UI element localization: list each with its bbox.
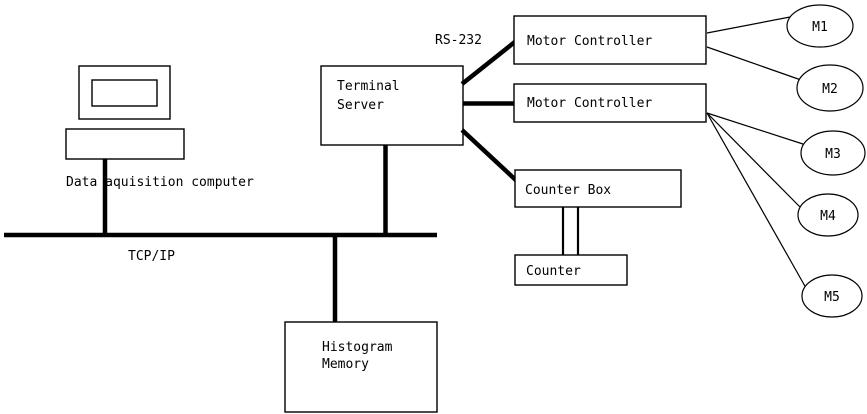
motor-m2-node[interactable]: M2 <box>796 64 864 112</box>
counter-box-node[interactable]: Counter Box <box>514 169 682 208</box>
motor-m1-ellipse[interactable] <box>786 4 854 48</box>
motor-controller-1-label: Motor Controller <box>527 34 652 49</box>
tcpip-edge-label: TCP/IP <box>128 249 175 264</box>
histogram-memory-node[interactable]: Histogram Memory <box>284 321 438 413</box>
link-motor-controller-1-to-m2 <box>706 46 802 81</box>
terminal-server-label-line2: Server <box>337 98 384 113</box>
tcpip-bus-group <box>4 145 437 322</box>
motor-controller-2-box[interactable] <box>513 83 707 123</box>
motor-controller-1-node[interactable]: Motor Controller <box>513 15 707 65</box>
motor-m3-label: M3 <box>825 147 841 162</box>
motor-m1-label: M1 <box>812 20 828 35</box>
motor-m1-node[interactable]: M1 <box>786 4 854 48</box>
terminal-server-label-line1: Terminal <box>337 79 400 94</box>
terminal-server-node[interactable]: Terminal Server <box>320 65 464 146</box>
counter-cable-pair-group <box>561 207 580 256</box>
link-motor-controller-2-to-m5 <box>706 112 807 289</box>
counter-box-label: Counter Box <box>525 183 611 198</box>
motor-m4-node[interactable]: M4 <box>797 193 859 237</box>
rs232-edge-label: RS-232 <box>435 33 482 48</box>
link-terminal-server-to-motor-controller-1 <box>460 39 518 86</box>
motor-m4-ellipse[interactable] <box>797 193 859 237</box>
link-motor-controller-2-to-m4 <box>706 112 802 209</box>
keyboard-icon[interactable] <box>65 128 185 160</box>
counter-box-rect[interactable] <box>514 169 682 208</box>
motor-m3-node[interactable]: M3 <box>800 130 866 176</box>
motor-m3-ellipse[interactable] <box>800 130 866 176</box>
motor-links-group <box>706 16 807 289</box>
link-motor-controller-2-to-m3 <box>706 112 807 146</box>
histogram-memory-label-line2: Memory <box>322 357 369 372</box>
motor-controller-2-node[interactable]: Motor Controller <box>513 83 707 123</box>
counter-node[interactable]: Counter <box>514 254 628 286</box>
terminal-server-links-group <box>460 39 521 185</box>
monitor-screen-icon <box>91 79 158 107</box>
data-acquisition-computer-caption: Data aquisition computer <box>66 175 254 190</box>
counter-label: Counter <box>526 264 581 279</box>
motor-m5-node[interactable]: M5 <box>801 274 863 318</box>
motor-controller-2-label: Motor Controller <box>527 96 652 111</box>
motor-m5-ellipse[interactable] <box>801 274 863 318</box>
motor-m5-label: M5 <box>824 290 840 305</box>
motor-m2-ellipse[interactable] <box>796 64 864 112</box>
motor-m4-label: M4 <box>820 209 836 224</box>
motor-controller-1-box[interactable] <box>513 15 707 65</box>
counter-rect[interactable] <box>514 254 628 286</box>
motor-m2-label: M2 <box>822 82 838 97</box>
data-acquisition-computer-group[interactable] <box>65 65 185 160</box>
terminal-server-box[interactable] <box>320 65 464 146</box>
link-motor-controller-1-to-m1 <box>706 16 791 34</box>
histogram-memory-label-line1: Histogram <box>322 340 393 355</box>
link-terminal-server-to-counter-box <box>460 128 521 185</box>
histogram-memory-box[interactable] <box>284 321 438 413</box>
